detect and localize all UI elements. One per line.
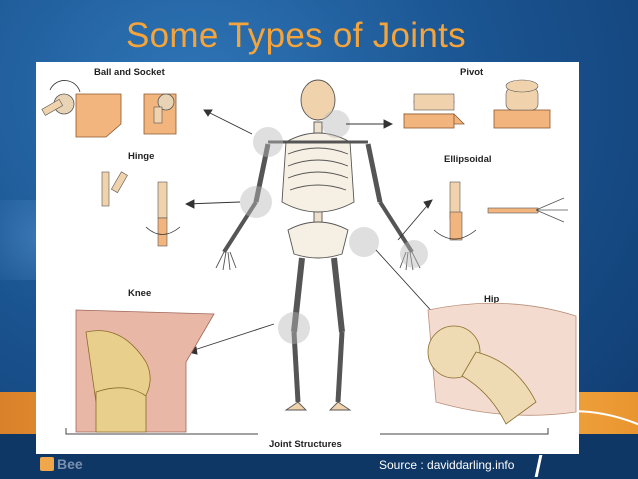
logo-text: Bee [57,456,83,472]
knee-illustration [75,309,215,433]
slide-title: Some Types of Joints [126,16,466,55]
bee-logo-icon [40,457,54,471]
skeleton-illustration [215,79,421,411]
label-ellipsoidal: Ellipsoidal [444,154,492,165]
logo: Bee [40,455,83,473]
source-credit: Source : daviddarling.info [379,458,515,472]
pivot-illustration [403,79,551,129]
ball-and-socket-illustration [41,80,177,138]
label-hinge: Hinge [128,151,154,162]
joint-diagram: Ball and Socket Pivot Hinge Ellipsoidal … [36,62,579,454]
hip-illustration [427,302,577,425]
joint-highlights [240,110,428,344]
hinge-illustration [101,171,181,247]
label-hip: Hip [484,294,500,305]
caption-joint-structures: Joint Structures [269,439,342,450]
caption-bracket [65,428,549,435]
label-knee: Knee [128,288,151,299]
ellipsoidal-illustration [433,181,568,241]
label-pivot: Pivot [460,67,484,78]
label-ball-and-socket: Ball and Socket [94,67,166,78]
diagram-svg: Ball and Socket Pivot Hinge Ellipsoidal … [41,67,577,450]
